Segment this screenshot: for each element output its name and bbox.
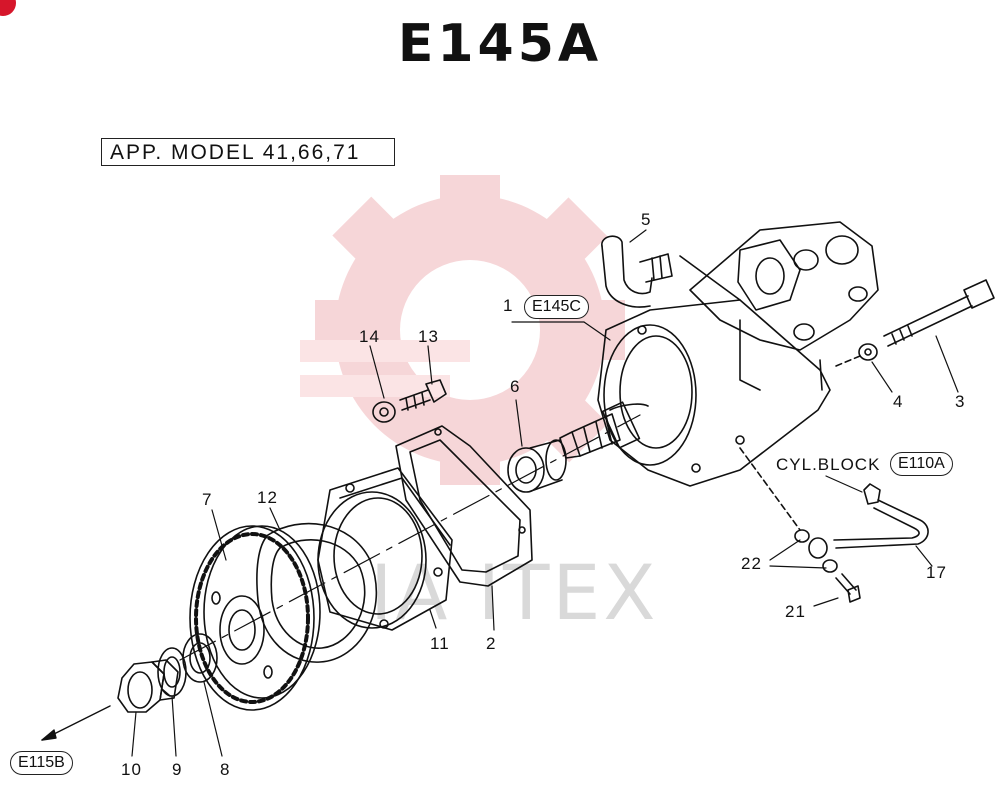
callout-13: 13 [418, 327, 439, 346]
callout-10: 10 [121, 760, 142, 779]
callout-5: 5 [641, 210, 652, 229]
part-17-oil-pipe [808, 483, 929, 559]
part-12-gasket [256, 522, 378, 663]
centre-axis-line [179, 414, 641, 661]
ref-e110a: E110A [890, 452, 953, 476]
callout-1: 1 [503, 296, 514, 315]
app-model-box: APP. MODEL 41,66,71 [101, 138, 395, 166]
part-8-washer [182, 633, 218, 683]
callout-12: 12 [257, 488, 278, 507]
callout-4: 4 [893, 392, 904, 411]
part-22-washers [794, 529, 838, 573]
callout-6: 6 [510, 377, 521, 396]
callout-3: 3 [955, 392, 966, 411]
part-7-gear [189, 525, 321, 711]
page-title: E145A [397, 14, 603, 74]
part-4-washer [835, 343, 878, 367]
corner-marker [0, 0, 16, 16]
callout-8: 8 [220, 760, 231, 779]
callout-17: 17 [926, 563, 947, 582]
part-2-gasket [395, 425, 533, 587]
watermark-text: IA ITEX [370, 548, 659, 637]
cyl-block-label: CYL.BLOCK [776, 455, 881, 474]
callout-14: 14 [359, 327, 380, 346]
part-1-pump-body [559, 221, 879, 487]
callout-2: 2 [486, 634, 497, 653]
part-13-bolt [399, 379, 447, 411]
part-14-washer [372, 401, 396, 423]
ref-e115b: E115B [10, 751, 73, 775]
part-6-bushing [507, 439, 567, 493]
callout-11: 11 [430, 634, 450, 653]
part-3-long-bolt [883, 279, 995, 347]
callout-22: 22 [741, 554, 762, 573]
part-11-housing [317, 467, 453, 631]
ref-e145c: E145C [524, 295, 589, 319]
leader-lines [131, 229, 959, 757]
callout-7: 7 [202, 490, 213, 509]
arrow-to-e115b [41, 705, 111, 741]
pipe-centre-line [739, 447, 801, 531]
part-21-bolt [835, 573, 861, 603]
callout-9: 9 [172, 760, 183, 779]
part-5-elbow-fitting [601, 235, 673, 308]
callout-21: 21 [785, 602, 806, 621]
